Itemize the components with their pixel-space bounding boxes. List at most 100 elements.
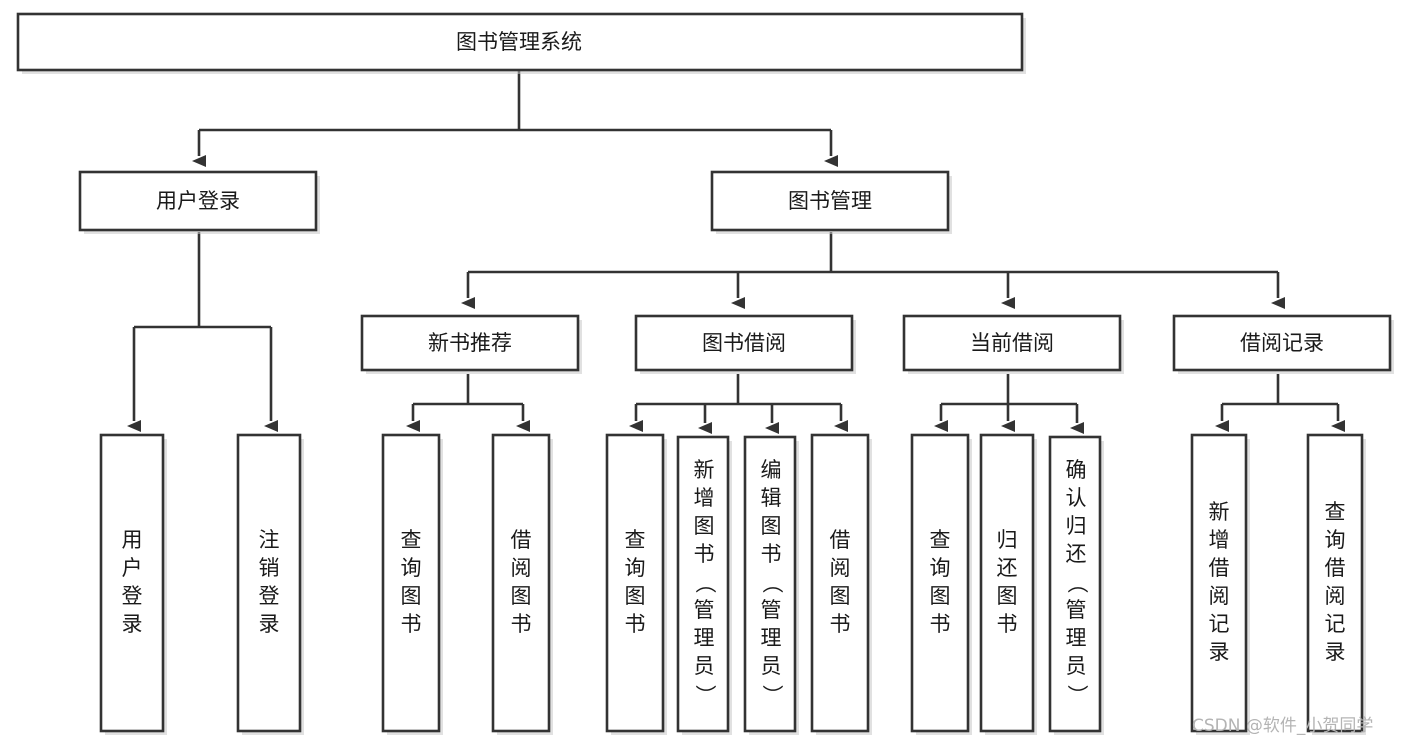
node-book-management-box <box>710 170 950 232</box>
node-new-book-recommend-label: 新书推荐 <box>428 331 512 355</box>
node-current-borrow-box <box>902 314 1122 372</box>
node-borrow-record-label: 借阅记录 <box>1240 331 1324 355</box>
node-leaf-query-record-box <box>1306 433 1364 733</box>
vertical-label-char: 登 <box>122 584 143 608</box>
vertical-label-char: 图 <box>930 584 951 608</box>
node-leaf-query-book-2-box <box>605 433 665 733</box>
vertical-label-char: 图 <box>625 584 646 608</box>
vertical-label-char: 录 <box>122 612 143 636</box>
vertical-label-char: 登 <box>259 584 280 608</box>
node-user-login-box <box>78 170 318 232</box>
vertical-label-char: 还 <box>997 556 1018 580</box>
vertical-label-char: 阅 <box>511 556 532 580</box>
vertical-label-char: 查 <box>625 528 646 552</box>
node-root-label: 图书管理系统 <box>456 30 582 54</box>
vertical-label-char: 书 <box>511 612 532 636</box>
node-leaf-add-record-box <box>1190 433 1248 733</box>
node-leaf-query-book-1-box <box>381 433 441 733</box>
node-leaf-borrow-book-2-box <box>810 433 870 733</box>
vertical-label-char: 图 <box>830 584 851 608</box>
vertical-label-char: 记 <box>1325 612 1346 636</box>
vertical-label-char: 借 <box>1325 556 1346 580</box>
vertical-label-char: 管 <box>761 598 782 622</box>
vertical-label-char: 注 <box>259 528 280 552</box>
vertical-label-char: 图 <box>694 514 715 538</box>
vertical-label-char: 增 <box>694 486 715 510</box>
vertical-label-char: 增 <box>1209 528 1230 552</box>
node-current-borrow[interactable]: 当前借阅 <box>902 314 1124 374</box>
vertical-label-char: 查 <box>1325 500 1346 524</box>
vertical-label-char: 归 <box>997 528 1018 552</box>
node-leaf-return-book-box <box>979 433 1035 733</box>
node-leaf-logout-box <box>236 433 302 733</box>
vertical-label-char: 新 <box>694 458 715 482</box>
node-borrow-record-box <box>1172 314 1392 372</box>
node-book-borrow-box <box>634 314 854 372</box>
vertical-label-char: 借 <box>511 528 532 552</box>
vertical-label-char: 员 <box>761 654 782 678</box>
vertical-label-char: 图 <box>997 584 1018 608</box>
node-user-login[interactable]: 用户登录 <box>78 170 320 234</box>
node-book-management[interactable]: 图书管理 <box>710 170 952 234</box>
vertical-label-char: 理 <box>694 626 715 650</box>
node-root-box <box>16 12 1024 72</box>
vertical-label-char: 书 <box>930 612 951 636</box>
vertical-label-char: 认 <box>1066 486 1087 510</box>
vertical-label-char: （ <box>693 573 717 594</box>
vertical-label-char: 图 <box>511 584 532 608</box>
node-borrow-record[interactable]: 借阅记录 <box>1172 314 1394 374</box>
vertical-label-char: 图 <box>401 584 422 608</box>
vertical-label-char: 录 <box>1209 640 1230 664</box>
vertical-label-char: ） <box>693 685 717 706</box>
node-current-borrow-label: 当前借阅 <box>970 331 1054 355</box>
node-user-login-label: 用户登录 <box>156 189 240 213</box>
node-leaf-confirm-return-box <box>1048 435 1102 733</box>
node-book-borrow[interactable]: 图书借阅 <box>634 314 856 374</box>
vertical-label-char: 书 <box>830 612 851 636</box>
node-root[interactable]: 图书管理系统 <box>16 12 1026 74</box>
vertical-label-char: 查 <box>930 528 951 552</box>
vertical-label-char: 阅 <box>1209 584 1230 608</box>
vertical-label-char: 书 <box>997 612 1018 636</box>
vertical-label-char: ） <box>760 685 784 706</box>
vertical-label-char: （ <box>1065 573 1089 594</box>
vertical-label-char: 确 <box>1066 458 1087 482</box>
node-leaf-user-login[interactable]: 用户登录 <box>99 433 167 735</box>
node-leaf-edit-book-box <box>743 435 797 733</box>
vertical-label-char: 归 <box>1066 514 1087 538</box>
vertical-label-char: 销 <box>259 556 280 580</box>
vertical-label-char: （ <box>760 573 784 594</box>
csdn-watermark: CSDN @软件_小贺同学 <box>1192 716 1373 736</box>
vertical-label-char: 管 <box>1066 598 1087 622</box>
vertical-label-char: 询 <box>930 556 951 580</box>
vertical-label-char: 借 <box>830 528 851 552</box>
vertical-label-char: 书 <box>694 542 715 566</box>
vertical-label-char: 书 <box>401 612 422 636</box>
node-new-book-recommend[interactable]: 新书推荐 <box>360 314 582 374</box>
vertical-label-char: 编 <box>761 458 782 482</box>
vertical-label-char: 阅 <box>1325 584 1346 608</box>
node-book-management-label: 图书管理 <box>788 189 872 213</box>
vertical-label-char: ） <box>1065 685 1089 706</box>
vertical-label-char: 户 <box>122 556 143 580</box>
